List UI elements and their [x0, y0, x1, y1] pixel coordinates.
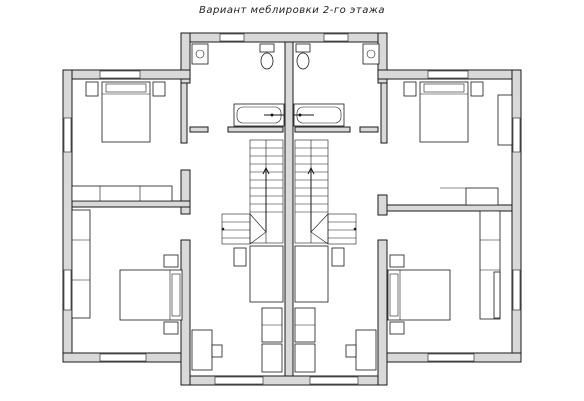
bed: [101, 81, 151, 143]
sofa-right: [294, 245, 329, 303]
toilet: [260, 52, 274, 70]
sink: [362, 43, 380, 65]
desk: [191, 329, 213, 371]
nightstand: [403, 81, 417, 97]
bathroom-right: [293, 43, 380, 127]
nightstand: [389, 321, 405, 335]
partitions: [71, 82, 513, 216]
bed: [387, 269, 451, 321]
cabinet: [261, 343, 283, 373]
bedroom-top-right: [403, 81, 513, 206]
central-furniture: [191, 245, 377, 373]
bedroom-bottom-left: [71, 209, 183, 335]
nightstand: [163, 321, 179, 335]
nightstand: [152, 81, 166, 97]
shelf: [497, 94, 513, 146]
plan-title: Вариант меблировки 2-го этажа: [199, 5, 385, 16]
sofa-left: [249, 245, 284, 303]
bedroom-bottom-right: [387, 210, 501, 335]
chair: [345, 344, 357, 358]
chair: [233, 247, 247, 267]
nightstand: [85, 81, 99, 97]
sink: [191, 43, 209, 65]
nightstand: [389, 254, 405, 268]
wardrobe: [71, 209, 91, 319]
nightstand: [163, 254, 179, 268]
toilet: [296, 52, 310, 70]
bathroom-left: [191, 43, 285, 127]
stairs-right: [221, 139, 357, 245]
desk: [355, 329, 377, 371]
wardrobe: [71, 185, 173, 202]
nightstand: [470, 81, 484, 97]
stairs-left: [221, 139, 284, 245]
windows: [63, 33, 521, 385]
chair: [331, 247, 345, 267]
bed: [119, 269, 183, 321]
toilet-tank: [259, 43, 275, 53]
cabinet: [294, 343, 316, 373]
toilet-tank: [295, 43, 311, 53]
bedroom-top-left: [71, 81, 173, 202]
desk: [465, 187, 499, 206]
chair: [211, 344, 223, 358]
bed: [419, 81, 469, 143]
